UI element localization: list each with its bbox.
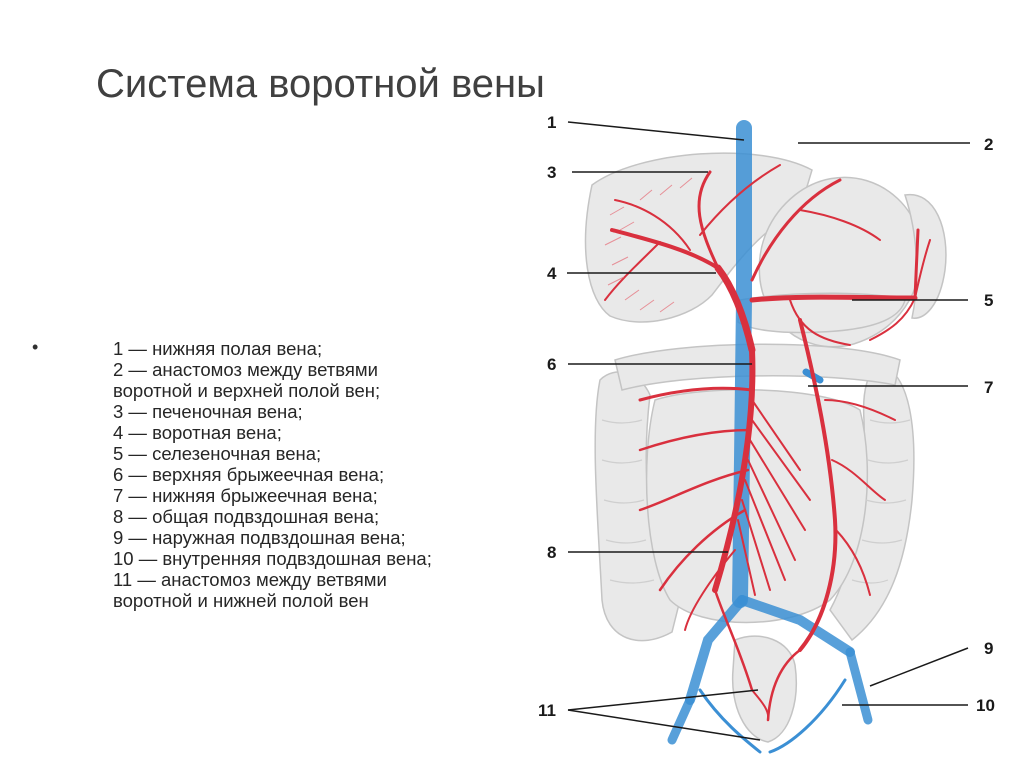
callout-6: 6 — [547, 355, 556, 374]
callout-11: 11 — [538, 701, 556, 720]
legend-item: 7 — нижняя брыжеечная вена; — [113, 485, 432, 506]
rectum-shape — [733, 636, 797, 742]
callout-9: 9 — [984, 639, 993, 658]
legend-item: 11 — анастомоз между ветвями — [113, 569, 432, 590]
legend-item: 3 — печеночная вена; — [113, 401, 432, 422]
callout-8: 8 — [547, 543, 556, 562]
callout-5: 5 — [984, 291, 993, 310]
callout-1: 1 — [547, 113, 556, 132]
slide-title: Система воротной вены — [96, 62, 545, 107]
legend-item: воротной и верхней полой вен; — [113, 380, 432, 401]
external-iliac-vein-left — [672, 700, 690, 740]
bullet-marker: • — [32, 337, 38, 358]
transverse-colon-shape — [615, 344, 900, 390]
callout-10: 10 — [976, 696, 995, 715]
legend-item: 1 — нижняя полая вена; — [113, 338, 432, 359]
callout-7: 7 — [984, 378, 993, 397]
legend-item: 4 — воротная вена; — [113, 422, 432, 443]
external-iliac-vein-right — [850, 652, 868, 720]
portal-vein-illustration: 1 2 3 4 5 6 7 8 9 10 11 — [525, 108, 1024, 767]
callout-3: 3 — [547, 163, 556, 182]
legend-item: 9 — наружная подвздошная вена; — [113, 527, 432, 548]
legend-item: 8 — общая подвздошная вена; — [113, 506, 432, 527]
legend-item: 5 — селезеночная вена; — [113, 443, 432, 464]
callout-4: 4 — [547, 264, 557, 283]
legend-item: 6 — верхняя брыжеечная вена; — [113, 464, 432, 485]
legend-item: воротной и нижней полой вен — [113, 590, 432, 611]
callout-2: 2 — [984, 135, 993, 154]
legend-item: 10 — внутренняя подвздошная вена; — [113, 548, 432, 569]
legend-item: 2 — анастомоз между ветвями — [113, 359, 432, 380]
legend-list: 1 — нижняя полая вена; 2 — анастомоз меж… — [113, 338, 432, 611]
organs — [586, 153, 946, 742]
